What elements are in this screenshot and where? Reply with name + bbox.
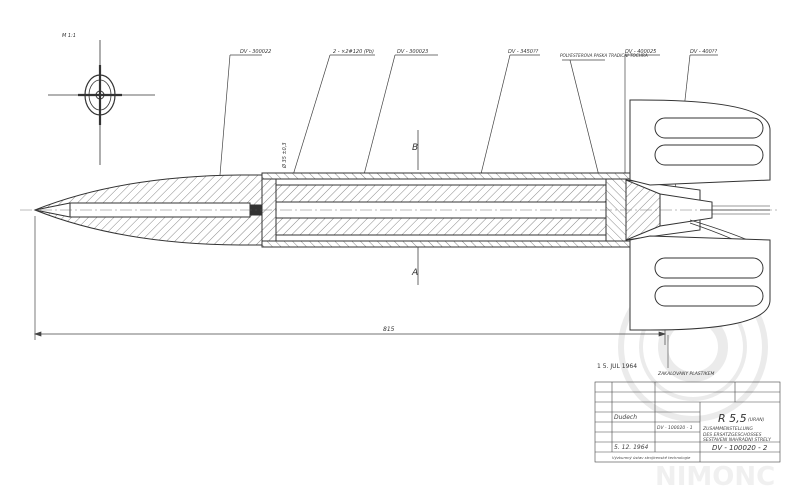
tb-title-line3: SESTAVENI NAHRADNI STRELY [703,437,772,443]
part-label-4: DV - 3450?? [508,49,539,55]
corner-note: M 1:1 [62,33,76,39]
tb-code-note: (URAN) [748,417,765,423]
tb-drawn-by: Dudech [614,414,637,421]
section-mark-bottom: A [411,268,418,278]
tb-title-line1: ZUSAMMENSTELLUNG [702,426,753,432]
end-view-symbol [48,40,155,165]
part-label-1: DV - 300022 [240,49,271,55]
part-label-5: POLYESTEROVA PASKA TRADICNI TOCHRA [560,53,648,58]
part-label-2: 2 - ×2#120 (Pb) [333,49,374,55]
part-label-3: DV - 300023 [397,49,428,55]
section-mark-top: B [412,143,418,153]
tb-drawing-number: DV - 100020 - 2 [712,444,768,452]
dimension-label: 815 [383,326,395,333]
date-stamp: 1 5. JUL 1964 [597,363,637,370]
part-label-7: DV - 400?? [690,49,717,55]
tb-date: 5. 12. 1964 [614,444,649,451]
watermark-text: NIMONC [655,462,775,492]
tb-code: R 5,5 [718,412,747,425]
tb-footer: Výzkumný ústav strojírenské technologie [612,455,691,460]
dimension-line [33,216,667,345]
part-labels: DV - 300022 2 - ×2#120 (Pb) DV - 300023 … [240,49,717,58]
part-label-6: DV - 400025 [625,49,656,55]
nozzle-note: ZAKALOVANY PLASTIKEM [657,371,715,377]
tb-title-line2: DES ERSATZGESCHOSSES [703,432,762,438]
tb-ref-number: DV - 100020 - 1 [657,425,693,431]
title-block [594,381,781,463]
dimension-small: Ø 35 ±0,3 [281,142,288,169]
fins [629,99,771,331]
